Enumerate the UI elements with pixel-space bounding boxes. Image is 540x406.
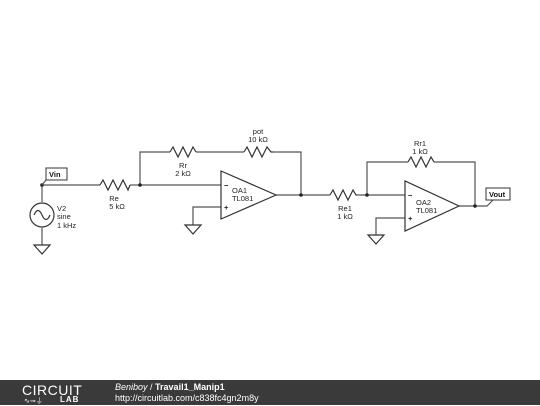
circuitlab-logo[interactable]: CIRCUIT ∿⊸⏚ LAB [22,382,92,405]
footer-credit: Beniboy / Travail1_Manip1 [115,382,225,392]
vout-text: Vout [489,190,506,199]
junction-oa1-out [299,193,303,197]
credit-separator: / [147,382,156,392]
ground-icon-oa1 [183,224,203,235]
junction-oa2-out [473,204,477,208]
source-freq: 1 kHz [57,221,76,230]
schematic-canvas: V2 sine 1 kHz Vin Re 5 kΩ Rr 2 kΩ pot 10… [29,127,511,255]
re1-name: Re1 [338,204,352,213]
oa1-model: TL081 [232,194,253,203]
sine-wave-icon [33,209,51,221]
opamp-oa2[interactable]: − + OA2 TL081 [404,180,461,232]
rr1-name: Rr1 [414,139,426,148]
resistor-rr1-icon [407,155,435,169]
footer-bar: CIRCUIT ∿⊸⏚ LAB Beniboy / Travail1_Manip… [0,380,540,405]
resistor-pot-icon [243,145,273,159]
opamp-oa2-icon [404,180,461,232]
wire-oa2-out [459,199,494,207]
circuit-title[interactable]: Travail1_Manip1 [155,382,225,392]
wire-rr1-to-out [434,161,476,206]
oa2-name: OA2 [416,198,431,207]
oa1-plus: + [224,203,229,212]
logo-main-text: CIRCUIT [22,382,83,398]
logo-glyphs-icon: ∿⊸⏚ [24,397,43,405]
vin-tag-stem [41,179,47,186]
vout-tag-box [485,187,511,201]
resistor-re1-icon [329,188,357,202]
oa2-model: TL081 [416,206,437,215]
resistor-pot[interactable]: pot 10 kΩ [243,127,273,159]
resistor-rr[interactable]: Rr 2 kΩ [169,145,197,178]
source-name: V2 [57,204,66,213]
vin-text: Vin [49,170,61,179]
wire-feedback2-up [366,161,408,195]
opamp-oa1[interactable]: − + OA1 TL081 [220,170,278,220]
re-name: Re [109,194,119,203]
wire-pot-to-out [273,151,302,195]
vin-tag-box [45,167,68,181]
oa2-minus: − [408,191,413,200]
opamp-oa1-icon [220,170,278,220]
resistor-rr-icon [169,145,197,159]
pot-name: pot [253,127,264,136]
pot-value: 10 kΩ [248,135,268,144]
re1-value: 1 kΩ [337,212,353,221]
author-link[interactable]: Beniboy [115,382,148,392]
resistor-re-icon [99,178,131,192]
ground-icon-source [32,244,52,255]
logo-sub-text: LAB [60,395,80,404]
schematic: V2 sine 1 kHz Vin Re 5 kΩ Rr 2 kΩ pot 10… [29,127,511,255]
rr-value: 2 kΩ [175,169,191,178]
wire-oa1-plus [192,206,221,225]
source-v2[interactable]: V2 sine 1 kHz [29,202,76,230]
wire-feedback-up [139,151,170,185]
junction-node2 [365,193,369,197]
ground-icon-oa2 [366,234,386,245]
resistor-re[interactable]: Re 5 kΩ [99,178,131,211]
rr1-value: 1 kΩ [412,147,428,156]
circuit-url-link[interactable]: http://circuitlab.com/c838fc4gn2m8y [115,393,259,403]
wires [41,151,494,245]
wire-oa2-plus [375,217,405,235]
junction-node1 [138,183,142,187]
sine-source-icon [29,202,55,228]
oa2-plus: + [408,214,413,223]
resistor-re1[interactable]: Re1 1 kΩ [329,188,357,221]
re-value: 5 kΩ [109,202,125,211]
oa1-minus: − [224,181,229,190]
vout-label[interactable]: Vout [485,187,511,201]
oa1-name: OA1 [232,186,247,195]
rr-name: Rr [179,161,187,170]
resistor-rr1[interactable]: Rr1 1 kΩ [407,139,435,169]
source-type: sine [57,212,71,221]
vin-label[interactable]: Vin [41,167,68,186]
